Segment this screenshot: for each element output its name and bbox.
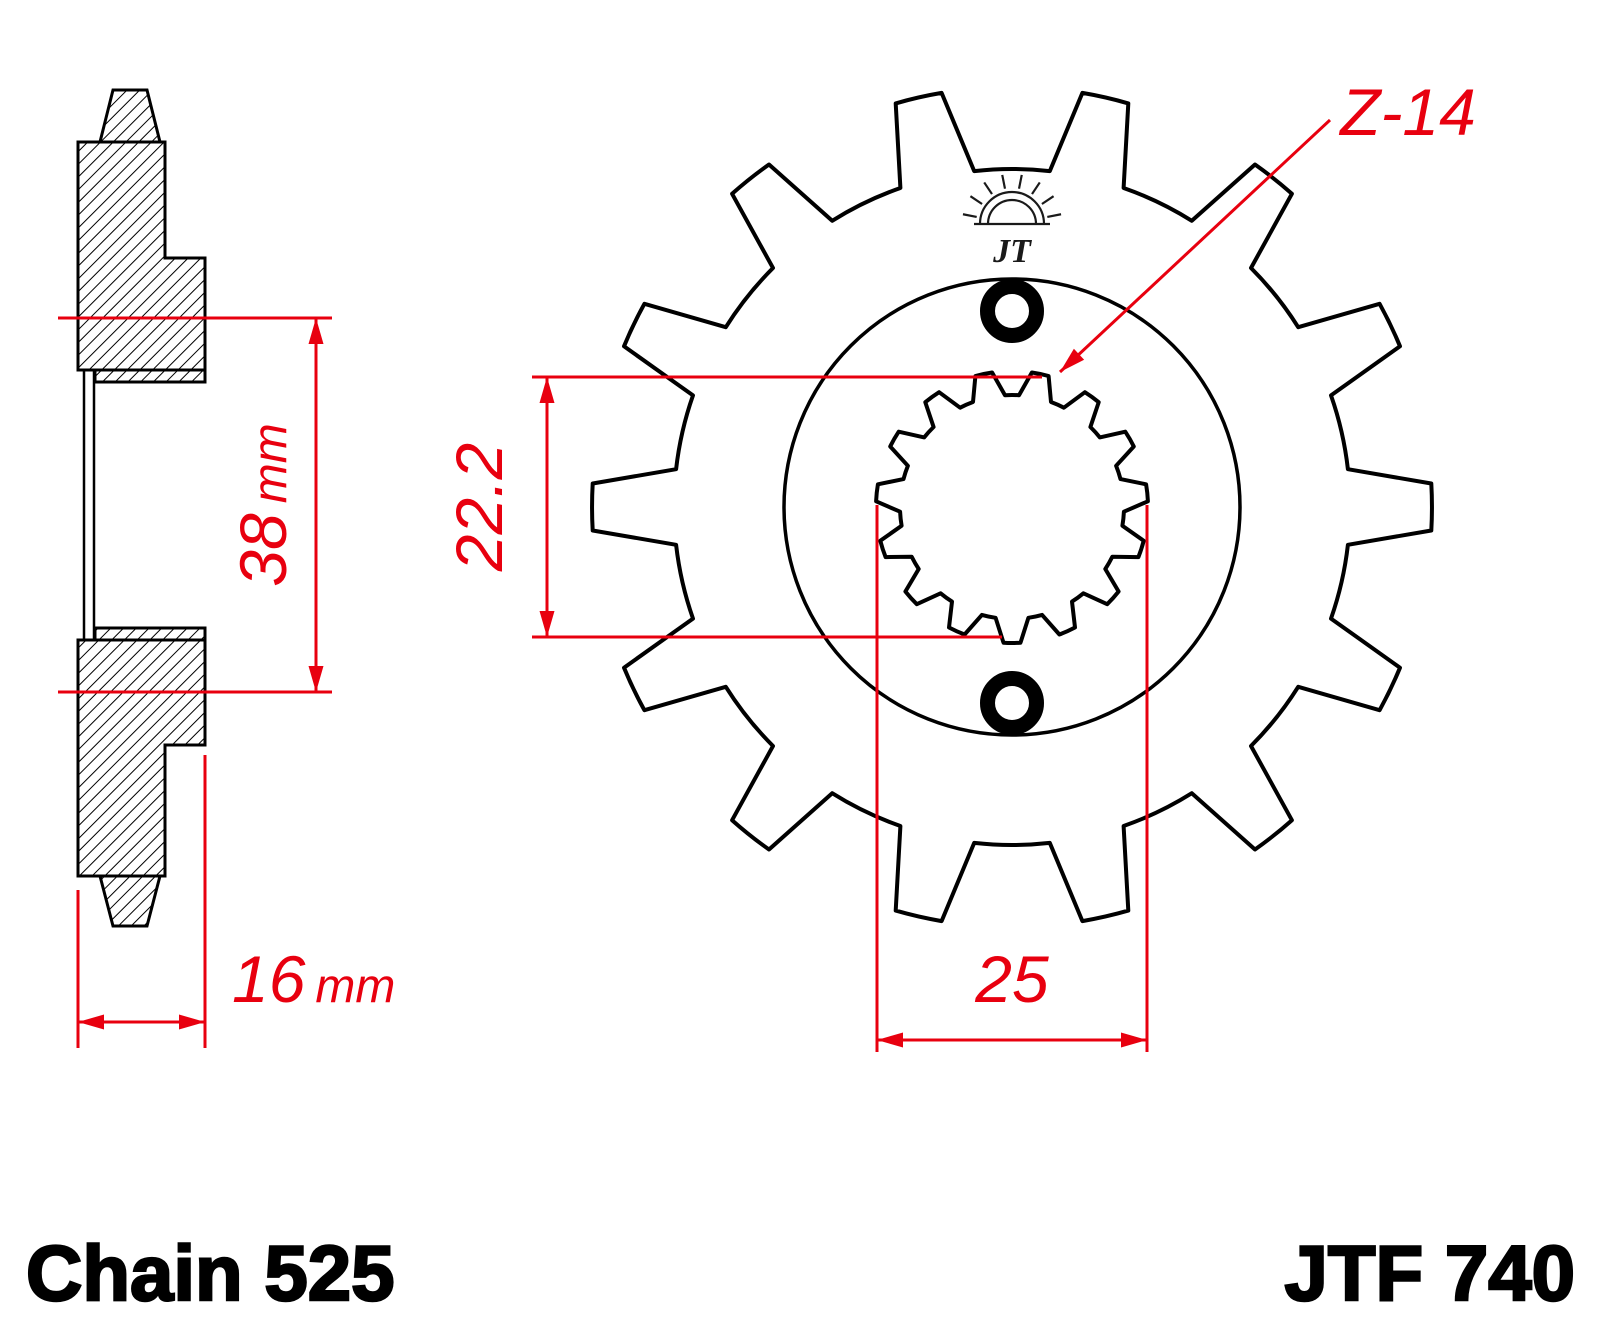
- side-lower-body: [76, 638, 207, 878]
- lightening-hole-bottom: [980, 671, 1044, 735]
- side-spline-strip-bottom: [93, 626, 207, 642]
- jt-logo-ray: [1031, 181, 1041, 195]
- jt-logo-ray: [1041, 195, 1055, 205]
- dimension-arrowhead: [539, 611, 555, 637]
- jt-logo-dome-outer: [978, 190, 1046, 225]
- jt-logo-ray: [1001, 174, 1007, 189]
- dim-label-teeth-callout: Z-14: [1338, 75, 1476, 149]
- jt-logo-ray: [1017, 174, 1023, 189]
- dim-label-bore-major: 25: [974, 942, 1049, 1016]
- dimension-bore-major-25: 25: [875, 505, 1149, 1052]
- dim-label-bore-minor: 22.2: [442, 443, 516, 572]
- dimension-arrowhead: [179, 1014, 205, 1030]
- spline-bore-outline: [874, 370, 1150, 645]
- side-section-view: [76, 88, 207, 928]
- jt-logo-rays: [962, 174, 1062, 219]
- dimension-hub-flange-38: 38mm: [58, 316, 332, 694]
- dimension-arrowhead: [308, 318, 324, 344]
- side-top-tooth: [98, 88, 162, 144]
- dimension-arrowhead: [877, 1032, 903, 1048]
- dimension-arrowhead: [539, 377, 555, 403]
- jt-logo-ray: [962, 213, 977, 219]
- dimension-arrowhead: [308, 666, 324, 692]
- front-view: JT: [590, 90, 1434, 924]
- side-upper-body: [76, 140, 207, 372]
- jt-logo-text: JT: [992, 233, 1032, 270]
- dimension-bore-minor-22-2: 22.2: [442, 375, 1042, 639]
- part-number-label: JTF 740: [1285, 1229, 1575, 1317]
- dim-label-hub-flange: 38mm: [226, 423, 300, 586]
- side-spline-strip-top: [93, 368, 207, 384]
- side-bottom-tooth: [98, 874, 162, 928]
- dimension-arrows: [78, 318, 1147, 1048]
- chain-type-label: Chain 525: [26, 1229, 394, 1317]
- jt-logo: JT: [962, 174, 1062, 270]
- lightening-hole-top: [980, 279, 1044, 343]
- dimension-arrowhead: [1121, 1032, 1147, 1048]
- dimension-teeth-callout: Z-14: [1058, 75, 1476, 374]
- leader-line: [1058, 118, 1332, 374]
- jt-logo-ray: [1047, 213, 1062, 219]
- jt-logo-ray: [969, 195, 983, 205]
- jt-logo-dome-inner: [986, 198, 1038, 225]
- jt-logo-ray: [983, 181, 993, 195]
- dimension-arrowhead: [1060, 348, 1085, 372]
- dimension-arrowhead: [78, 1014, 104, 1030]
